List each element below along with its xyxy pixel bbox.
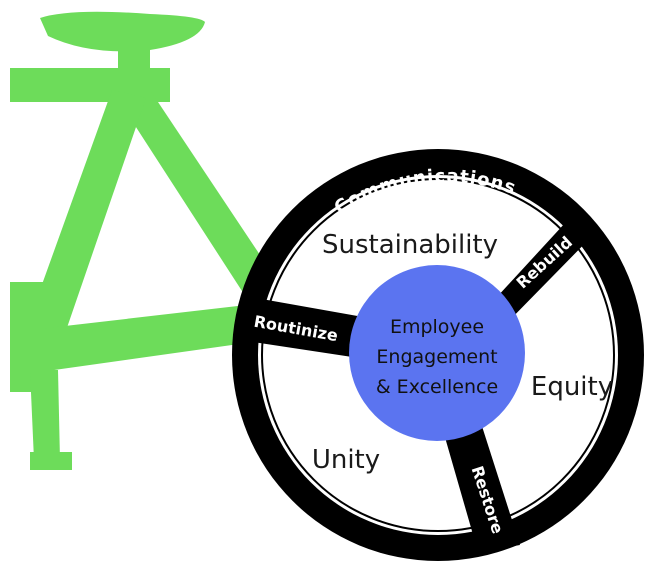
wheel — [232, 149, 644, 561]
hub-label-line3: & Excellence — [376, 376, 498, 398]
bike-down-tube — [112, 90, 290, 322]
bike-kickstand-foot — [30, 452, 72, 470]
bicycle-frame-icon — [10, 11, 296, 470]
bike-seat — [40, 11, 205, 52]
region-label-equity: Equity — [531, 372, 613, 402]
spoke-bottom — [440, 420, 520, 552]
wheel-inner-ring — [261, 178, 615, 532]
spoke-left — [240, 296, 380, 360]
bike-chain-stay — [30, 300, 296, 372]
region-label-unity: Unity — [312, 445, 380, 475]
bike-kickstand — [30, 370, 60, 460]
hub-label-line2: Engagement — [376, 346, 497, 368]
wheel-hub — [349, 265, 525, 441]
hub-label-line1: Employee — [390, 316, 484, 338]
region-label-sustainability: Sustainability — [322, 230, 498, 260]
bike-seat-tube — [22, 90, 146, 348]
spoke-top-right — [485, 210, 600, 330]
